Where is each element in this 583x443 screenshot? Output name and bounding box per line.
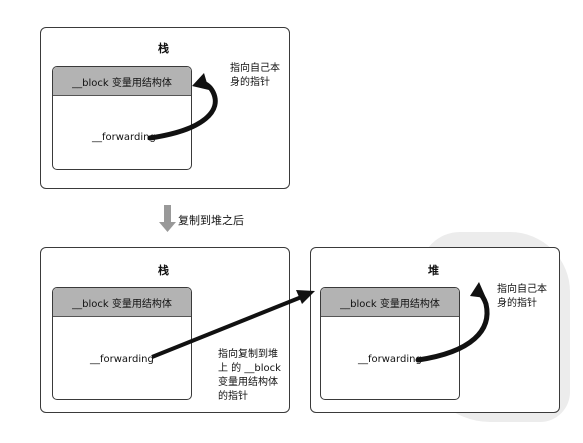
note-heap: 指向自己本 身的指针 bbox=[497, 283, 547, 311]
note-heap-line1: 指向自己本 bbox=[497, 284, 547, 295]
note-stack-line1: 指向复制到堆 bbox=[218, 349, 278, 360]
forwarding-label-heap: __forwarding bbox=[358, 354, 422, 365]
note-heap-line2: 身的指针 bbox=[497, 298, 537, 309]
self-arrow-heap bbox=[415, 289, 490, 363]
self-arrow-heap-head bbox=[470, 282, 486, 298]
transition-label: 复制到堆之后 bbox=[178, 214, 244, 227]
note-top-line2: 身的指针 bbox=[230, 77, 270, 88]
self-arrow-top bbox=[147, 79, 218, 141]
self-arrow-top-head bbox=[192, 73, 209, 90]
block-struct-stack: __block 变量用结构体 bbox=[52, 287, 192, 400]
forwarding-label-top: __forwarding bbox=[92, 132, 156, 143]
stack-to-heap-arrow bbox=[151, 294, 305, 359]
stack-title-top: 栈 bbox=[158, 42, 169, 55]
heap-title: 堆 bbox=[428, 264, 439, 277]
note-stack-line4: 的指针 bbox=[218, 391, 248, 402]
struct-header-top: __block 变量用结构体 bbox=[53, 67, 191, 96]
note-top: 指向自己本 身的指针 bbox=[230, 62, 280, 90]
note-stack: 指向复制到堆 上 的 __block 变量用结构体 的指针 bbox=[218, 348, 281, 404]
stack-to-heap-arrow-head bbox=[296, 290, 315, 304]
block-struct-top: __block 变量用结构体 bbox=[52, 66, 192, 170]
note-stack-line3: 变量用结构体 bbox=[218, 377, 278, 388]
struct-header-stack: __block 变量用结构体 bbox=[53, 288, 191, 317]
struct-header-heap: __block 变量用结构体 bbox=[321, 288, 459, 317]
block-struct-heap: __block 变量用结构体 bbox=[320, 287, 460, 400]
note-top-line1: 指向自己本 bbox=[230, 63, 280, 74]
down-arrow-icon bbox=[159, 205, 176, 232]
forwarding-label-stack: __forwarding bbox=[90, 354, 154, 365]
stack-title-bottom: 栈 bbox=[158, 264, 169, 277]
note-stack-line2: 上 的 __block bbox=[218, 363, 281, 374]
